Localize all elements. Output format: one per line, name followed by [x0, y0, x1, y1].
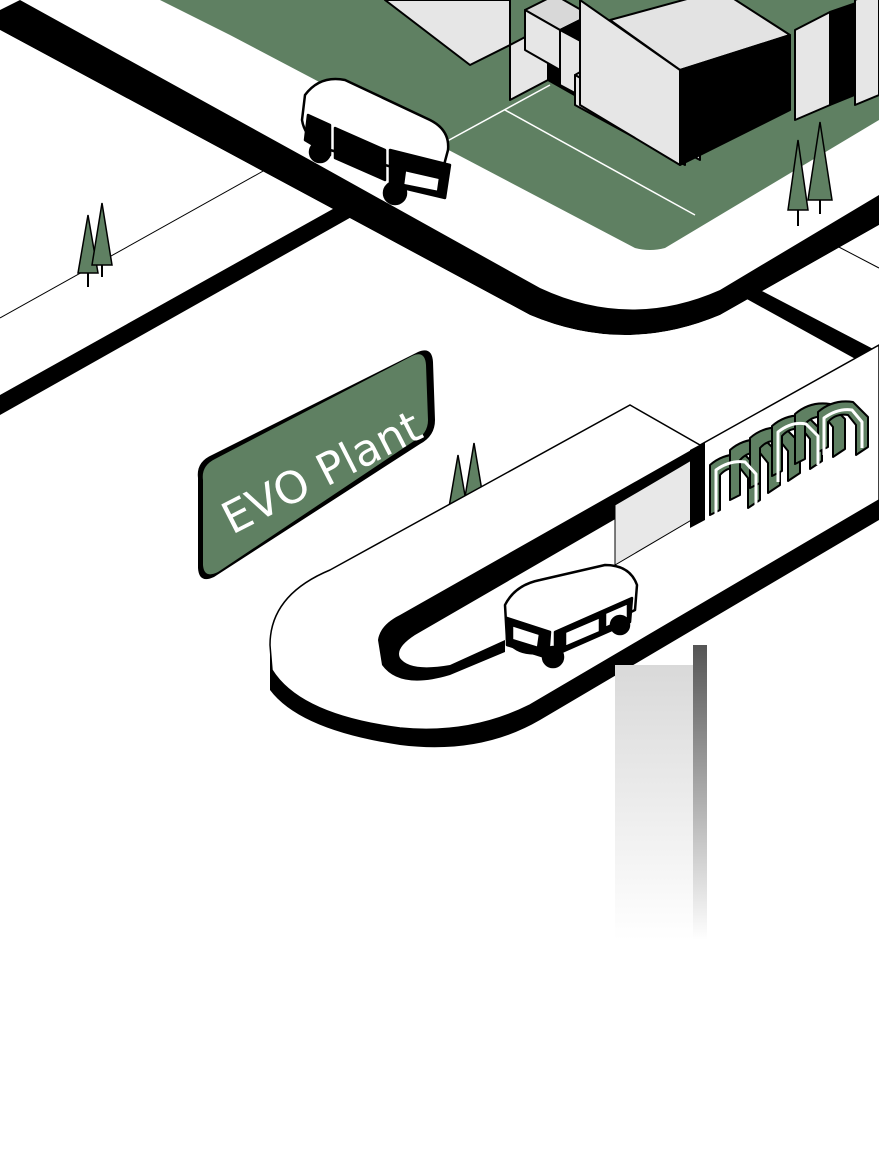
shuttle-van-icon — [300, 77, 452, 206]
upper-road — [0, 0, 879, 415]
greenhouse-arch-icon — [709, 400, 869, 518]
factory-buildings — [384, 0, 879, 166]
shuttle-van-icon — [503, 563, 639, 669]
tree-icon — [77, 202, 113, 287]
tree-icon — [787, 121, 833, 226]
support-pillar — [615, 645, 707, 940]
elevated-road — [269, 344, 879, 748]
